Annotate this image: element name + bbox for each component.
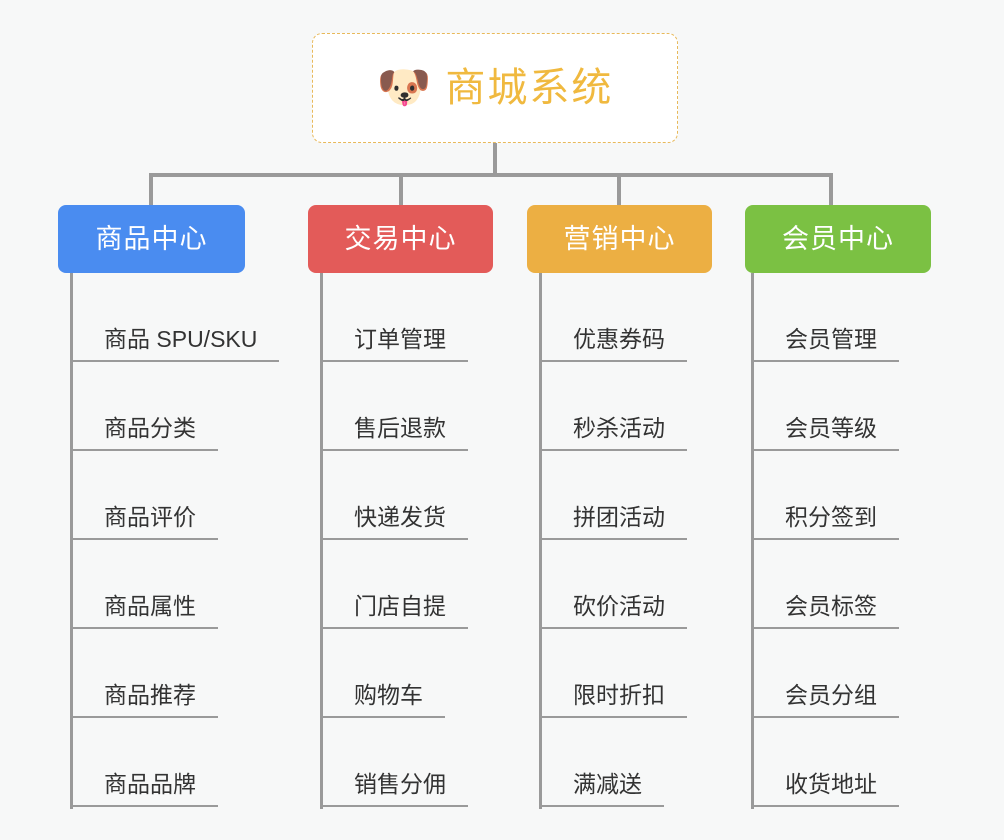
- leaf-spine: [70, 273, 73, 809]
- leaf-label: 售后退款: [320, 417, 468, 451]
- root-title: 商城系统: [445, 66, 614, 110]
- leaf-column-marketing: 优惠券码 秒杀活动 拼团活动 砍价活动 限时折扣 满减送: [539, 273, 789, 809]
- leaf-label: 会员管理: [751, 328, 899, 362]
- leaf-item[interactable]: 会员等级: [751, 362, 1001, 451]
- category-box-trade[interactable]: 交易中心: [308, 205, 493, 273]
- leaf-label: 商品推荐: [70, 684, 218, 718]
- category-label: 营销中心: [563, 223, 676, 254]
- leaf-item[interactable]: 售后退款: [320, 362, 570, 451]
- leaf-item[interactable]: 门店自提: [320, 540, 570, 629]
- leaf-label: 商品属性: [70, 595, 218, 629]
- leaf-label: 收货地址: [751, 773, 899, 807]
- leaf-item[interactable]: 限时折扣: [539, 629, 789, 718]
- leaf-item[interactable]: 销售分佣: [320, 718, 570, 807]
- leaf-item[interactable]: 商品评价: [70, 451, 320, 540]
- leaf-label: 门店自提: [320, 595, 468, 629]
- leaf-item[interactable]: 会员标签: [751, 540, 1001, 629]
- leaf-item[interactable]: 快递发货: [320, 451, 570, 540]
- leaf-label: 商品品牌: [70, 773, 218, 807]
- connector-horizontal-bus: [149, 173, 833, 177]
- leaf-label: 优惠券码: [539, 328, 687, 362]
- leaf-column-member: 会员管理 会员等级 积分签到 会员标签 会员分组 收货地址: [751, 273, 1001, 809]
- leaf-label: 快递发货: [320, 506, 468, 540]
- category-label: 商品中心: [95, 223, 208, 254]
- leaf-column-product: 商品 SPU/SKU 商品分类 商品评价 商品属性 商品推荐 商品品牌: [70, 273, 320, 809]
- leaf-label: 购物车: [320, 684, 445, 718]
- leaf-item[interactable]: 秒杀活动: [539, 362, 789, 451]
- leaf-label: 限时折扣: [539, 684, 687, 718]
- leaf-item[interactable]: 购物车: [320, 629, 570, 718]
- leaf-label: 会员标签: [751, 595, 899, 629]
- leaf-item[interactable]: 积分签到: [751, 451, 1001, 540]
- leaf-label: 砍价活动: [539, 595, 687, 629]
- connector-drop-3: [617, 173, 621, 207]
- leaf-spine: [320, 273, 323, 809]
- category-label: 会员中心: [782, 223, 894, 254]
- leaf-item[interactable]: 收货地址: [751, 718, 1001, 807]
- leaf-item[interactable]: 会员分组: [751, 629, 1001, 718]
- category-box-member[interactable]: 会员中心: [745, 205, 931, 273]
- connector-drop-1: [149, 173, 153, 207]
- connector-drop-4: [829, 173, 833, 207]
- leaf-item[interactable]: 会员管理: [751, 273, 1001, 362]
- category-box-marketing[interactable]: 营销中心: [527, 205, 712, 273]
- leaf-label: 会员分组: [751, 684, 899, 718]
- leaf-item[interactable]: 商品推荐: [70, 629, 320, 718]
- leaf-item[interactable]: 满减送: [539, 718, 789, 807]
- leaf-spine: [539, 273, 542, 809]
- leaf-label: 拼团活动: [539, 506, 687, 540]
- leaf-column-trade: 订单管理 售后退款 快递发货 门店自提 购物车 销售分佣: [320, 273, 570, 809]
- leaf-label: 秒杀活动: [539, 417, 687, 451]
- leaf-item[interactable]: 订单管理: [320, 273, 570, 362]
- leaf-label: 商品 SPU/SKU: [70, 328, 280, 362]
- leaf-item[interactable]: 优惠券码: [539, 273, 789, 362]
- connector-drop-2: [399, 173, 403, 207]
- leaf-label: 销售分佣: [320, 773, 468, 807]
- root-node[interactable]: 🐶 商城系统: [312, 33, 678, 143]
- leaf-label: 商品分类: [70, 417, 218, 451]
- leaf-item[interactable]: 商品 SPU/SKU: [70, 273, 320, 362]
- leaf-label: 会员等级: [751, 417, 899, 451]
- category-label: 交易中心: [344, 223, 457, 254]
- dog-face-icon: 🐶: [376, 63, 432, 112]
- leaf-label: 积分签到: [751, 506, 899, 540]
- leaf-item[interactable]: 商品品牌: [70, 718, 320, 807]
- leaf-spine: [751, 273, 754, 809]
- leaf-item[interactable]: 商品属性: [70, 540, 320, 629]
- leaf-item[interactable]: 拼团活动: [539, 451, 789, 540]
- leaf-item[interactable]: 砍价活动: [539, 540, 789, 629]
- leaf-label: 满减送: [539, 773, 664, 807]
- category-box-product[interactable]: 商品中心: [58, 205, 245, 273]
- leaf-item[interactable]: 商品分类: [70, 362, 320, 451]
- leaf-label: 订单管理: [320, 328, 468, 362]
- leaf-label: 商品评价: [70, 506, 218, 540]
- connector-root-stem: [493, 143, 497, 176]
